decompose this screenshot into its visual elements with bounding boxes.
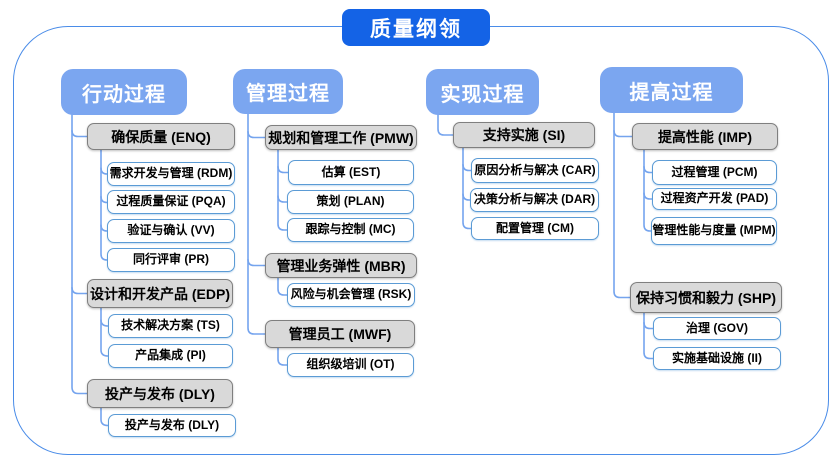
group-node-si: 支持实施 (SI) <box>453 122 595 148</box>
group-node-dly: 投产与发布 (DLY) <box>87 379 233 408</box>
leaf-node-car: 原因分析与解决 (CAR) <box>471 158 599 183</box>
leaf-node-dar: 决策分析与解决 (DAR) <box>470 188 599 212</box>
connector-imp-pcm <box>643 165 653 174</box>
connector-pmw-est <box>277 165 289 174</box>
connector-col2-spine <box>247 113 266 335</box>
connector-si-car <box>462 163 472 172</box>
connector-col1-enq <box>71 129 88 138</box>
column-header-management-process: 管理过程 <box>233 69 343 114</box>
connector-col1-spine <box>71 114 88 395</box>
connector-imp-spine <box>643 149 652 232</box>
connector-mwf-ot <box>277 347 288 366</box>
leaf-node-ii: 实施基础设施 (II) <box>653 347 781 370</box>
connector-shp-spine <box>643 312 654 360</box>
leaf-node-plan: 策划 (PLAN) <box>287 190 414 214</box>
connector-edp-spine <box>100 307 109 357</box>
group-node-enq: 确保质量 (ENQ) <box>87 123 235 150</box>
leaf-node-mc: 跟踪与控制 (MC) <box>287 218 414 242</box>
column-header-action-process: 行动过程 <box>61 69 187 115</box>
leaf-node-gov: 治理 (GOV) <box>653 317 781 340</box>
leaf-node-ts: 技术解决方案 (TS) <box>108 314 233 338</box>
group-node-pmw: 规划和管理工作 (PMW) <box>265 125 417 150</box>
column-header-realization-process: 实现过程 <box>426 69 539 115</box>
connector-shp-gov <box>643 321 654 330</box>
leaf-node-mpm: 管理性能与度量 (MPM) <box>651 217 777 245</box>
connector-mbr-rsk <box>277 277 288 296</box>
group-node-imp: 提高性能 (IMP) <box>632 123 778 150</box>
connector-si-spine <box>462 147 472 230</box>
leaf-node-est: 估算 (EST) <box>288 160 414 185</box>
leaf-node-pr: 同行评审 (PR) <box>107 248 235 272</box>
connector-col1-edp <box>71 286 88 295</box>
leaf-node-pi: 产品集成 (PI) <box>108 344 233 368</box>
leaf-node-vv: 验证与确认 (VV) <box>107 219 235 243</box>
diagram-title: 质量纲领 <box>342 9 490 46</box>
column-header-improvement-process: 提高过程 <box>600 67 743 113</box>
connector-pmw-plan <box>277 195 288 203</box>
connector-enq-rdm <box>100 167 108 175</box>
group-node-shp: 保持习惯和毅力 (SHP) <box>630 282 782 313</box>
connector-col2-pmw <box>247 130 266 139</box>
connector-col4-spine <box>613 112 631 299</box>
leaf-node-pcm: 过程管理 (PCM) <box>652 160 777 185</box>
group-node-mwf: 管理员工 (MWF) <box>265 320 415 348</box>
leaf-node-pad: 过程资产开发 (PAD) <box>652 188 777 210</box>
connector-pmw-spine <box>277 149 288 231</box>
leaf-node-dly: 投产与发布 (DLY) <box>108 414 236 437</box>
connector-enq-spine <box>100 149 108 261</box>
connector-enq-vv <box>100 224 108 232</box>
connector-edp-ts <box>100 319 109 327</box>
connector-si-dar <box>462 193 471 201</box>
connector-col4-imp <box>613 129 633 138</box>
connector-col3-spine <box>437 114 454 136</box>
group-node-edp: 设计和开发产品 (EDP) <box>87 279 233 308</box>
group-node-mbr: 管理业务弹性 (MBR) <box>265 253 417 278</box>
connector-enq-pqa <box>100 195 108 204</box>
leaf-node-cm: 配置管理 (CM) <box>471 217 599 240</box>
leaf-node-rdm: 需求开发与管理 (RDM) <box>107 162 235 186</box>
leaf-node-pqa: 过程质量保证 (PQA) <box>107 190 235 214</box>
leaf-node-ot: 组织级培训 (OT) <box>287 353 414 377</box>
connector-dly-leaf <box>100 407 109 427</box>
leaf-node-rsk: 风险与机会管理 (RSK) <box>287 283 415 307</box>
connector-imp-pad <box>643 192 653 200</box>
connector-col2-mbr <box>247 258 266 267</box>
